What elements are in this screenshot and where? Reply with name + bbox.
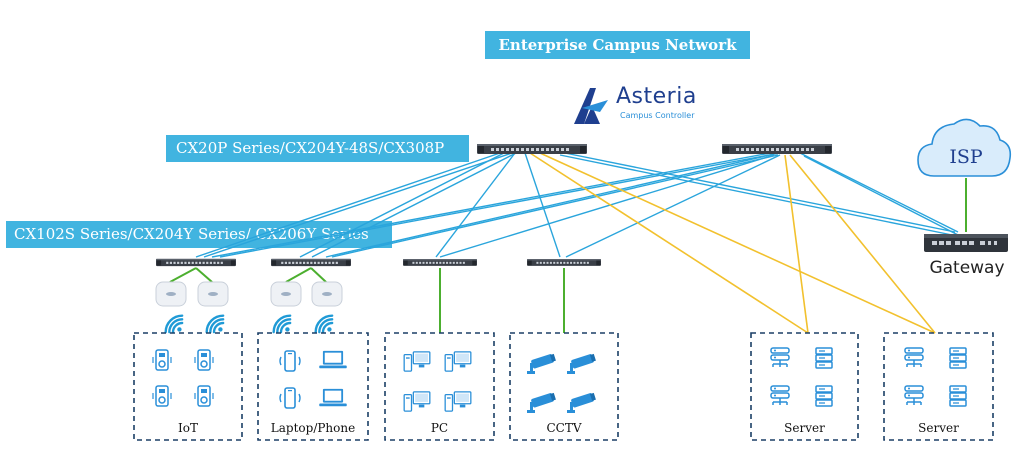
- pc-icon: [403, 391, 431, 412]
- group-label-laptop-phone: Laptop/Phone: [270, 421, 356, 435]
- group-box-laptop-phone: [257, 332, 369, 441]
- group-label-server-2: Server: [918, 421, 959, 435]
- group-box-iot: [133, 332, 243, 441]
- phone-icon: [279, 350, 301, 372]
- pc-icon: [444, 351, 472, 372]
- gateway-device: [924, 234, 1008, 252]
- group-label-cctv: CCTV: [546, 421, 582, 435]
- iot-device-icon: [152, 349, 172, 371]
- group-label-iot: IoT: [178, 421, 198, 435]
- wifi-icon: [272, 314, 292, 334]
- cctv-camera-icon: [567, 391, 597, 413]
- laptop-icon: [319, 350, 347, 369]
- access-switch-pc: [403, 259, 477, 266]
- phone-icon: [279, 387, 301, 409]
- logo-brand: Asteria: [616, 84, 697, 109]
- server-cluster-icon: [770, 347, 790, 368]
- logo-tagline: Campus Controller: [620, 111, 695, 120]
- core-switch-2: [722, 144, 832, 154]
- iot-device-icon: [194, 385, 214, 407]
- access-links: [169, 267, 565, 333]
- isp-cloud: [917, 118, 1012, 177]
- isp-label: ISP: [949, 146, 983, 168]
- wifi-icon: [314, 314, 334, 334]
- access-switch-cctv: [527, 259, 601, 266]
- cctv-camera-icon: [527, 391, 557, 413]
- server-rack-icon: [949, 347, 967, 369]
- core-switch-series-label: CX20P Series/CX204Y-48S/CX308P: [166, 135, 469, 162]
- server-cluster-icon: [904, 347, 924, 368]
- server-rack-icon: [815, 385, 833, 407]
- pc-icon: [444, 391, 472, 412]
- wifi-icon: [164, 314, 184, 334]
- server-cluster-icon: [770, 385, 790, 406]
- server-cluster-icon: [904, 385, 924, 406]
- access-point-icon: [270, 281, 302, 307]
- core-switch-1: [477, 144, 587, 154]
- wifi-icon: [205, 314, 225, 334]
- asteria-logo: Asteria Campus Controller: [570, 84, 710, 128]
- group-box-server-2: [883, 332, 994, 441]
- group-label-pc: PC: [430, 421, 449, 435]
- cctv-camera-icon: [567, 352, 597, 374]
- group-box-cctv: [509, 332, 619, 441]
- gateway-label: Gateway: [929, 258, 1005, 278]
- asteria-logo-mark: [574, 88, 608, 124]
- access-point-icon: [311, 281, 343, 307]
- group-label-server-1: Server: [784, 421, 825, 435]
- server-rack-icon: [815, 347, 833, 369]
- access-point-icon: [197, 281, 229, 307]
- access-switch-laptop: [271, 258, 351, 267]
- uplink-links: [195, 151, 961, 258]
- cctv-camera-icon: [527, 352, 557, 374]
- diagram-title: Enterprise Campus Network: [485, 31, 750, 59]
- access-point-icon: [155, 281, 187, 307]
- pc-icon: [403, 351, 431, 372]
- server-rack-icon: [949, 385, 967, 407]
- access-switch-iot: [156, 258, 236, 267]
- group-box-pc: [384, 332, 495, 441]
- iot-device-icon: [152, 385, 172, 407]
- laptop-icon: [319, 388, 347, 407]
- server-links: [529, 152, 936, 334]
- iot-device-icon: [194, 349, 214, 371]
